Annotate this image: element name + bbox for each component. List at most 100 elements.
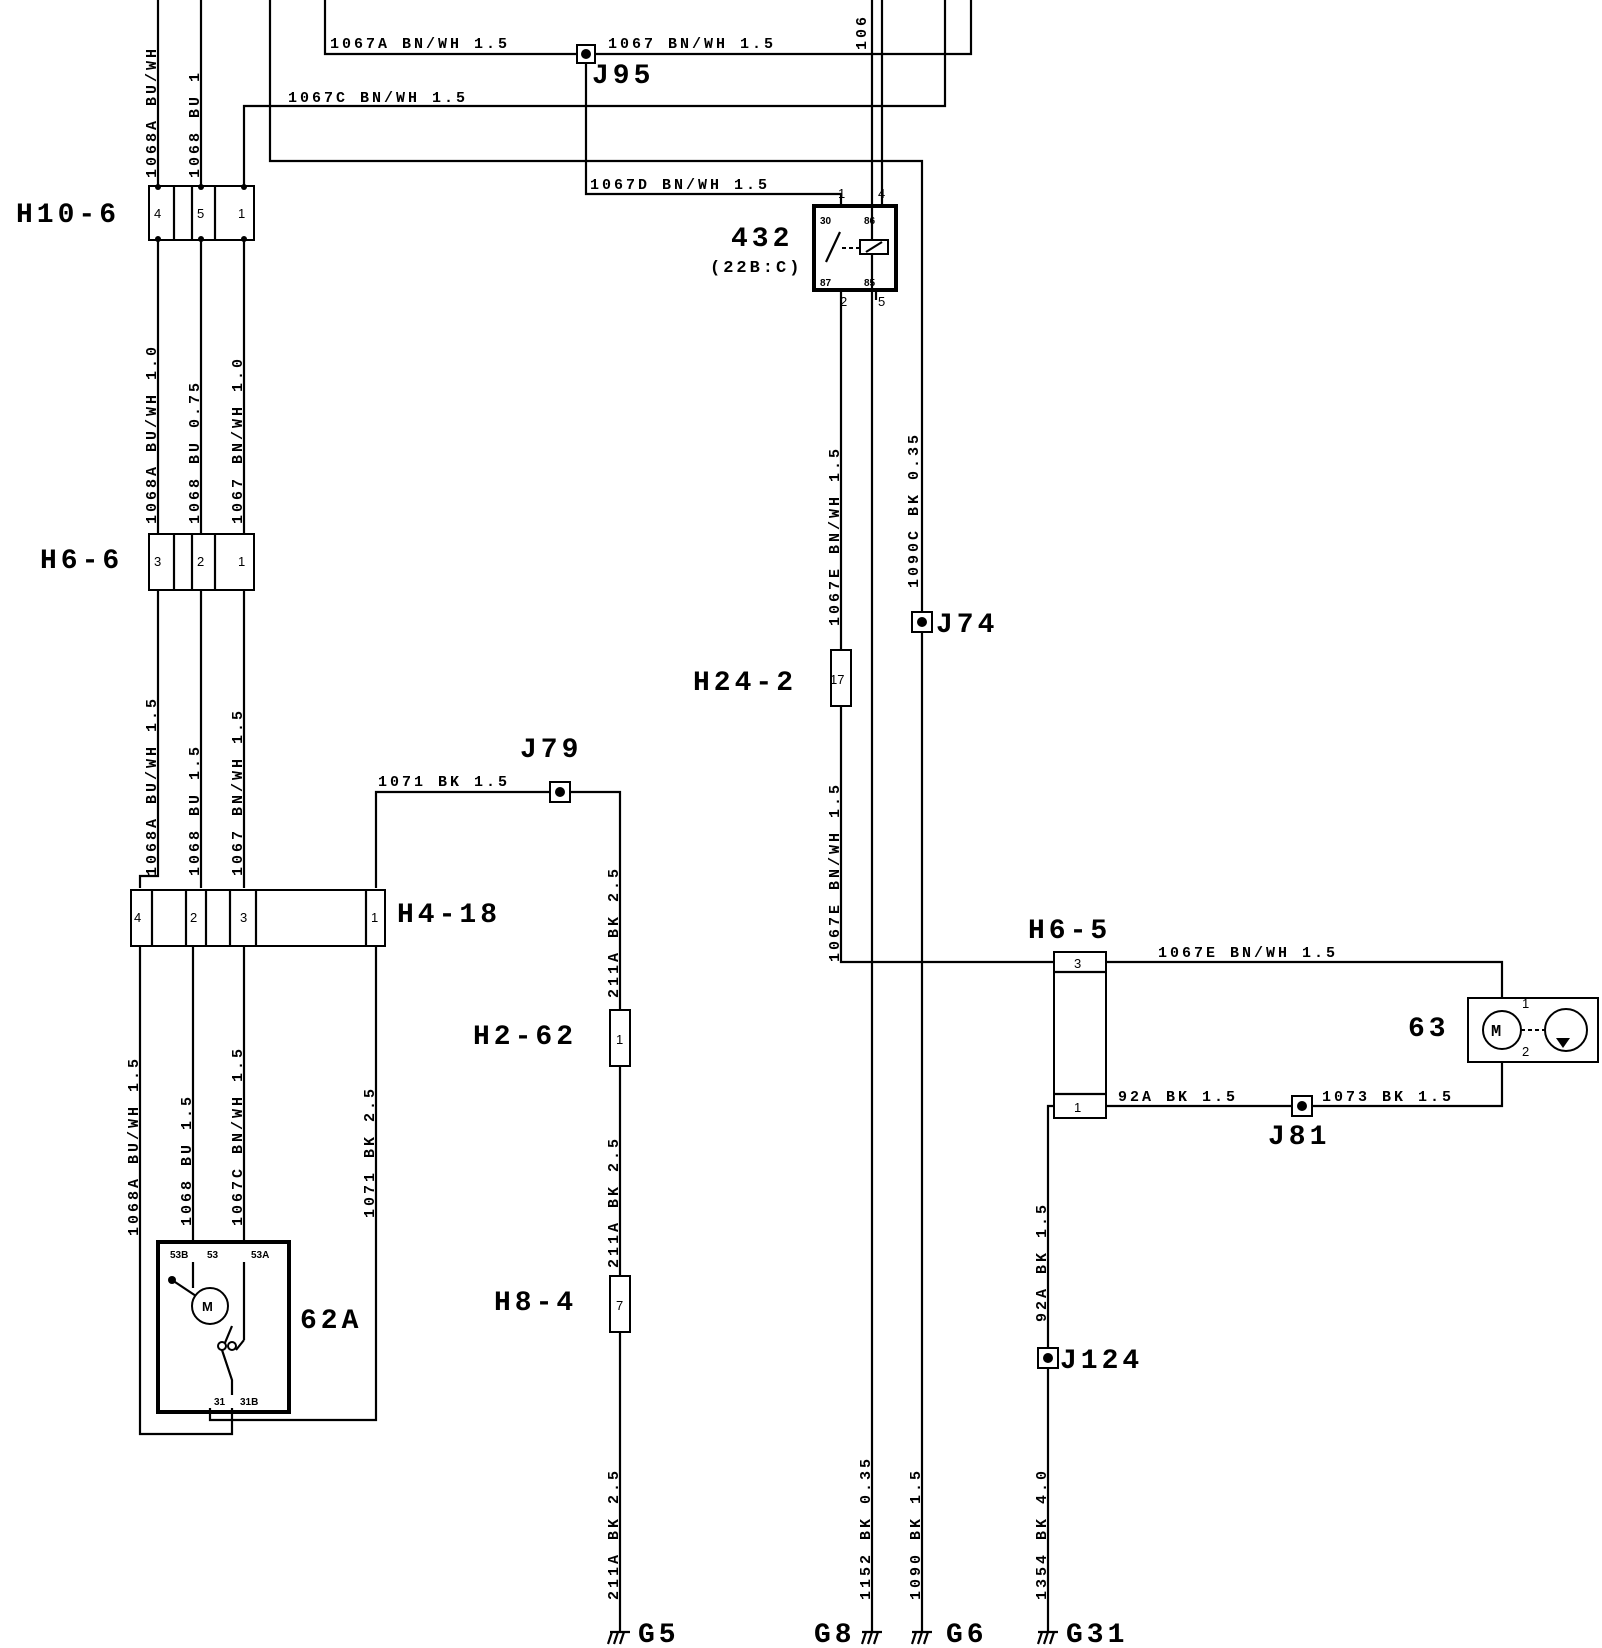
svg-text:5: 5 <box>197 206 204 221</box>
wire-label: 1067 BN/WH 1.5 <box>230 708 247 876</box>
wire-label: 211A BK 2.5 <box>606 866 623 998</box>
svg-text:2: 2 <box>1522 1044 1529 1059</box>
h8-4-label: H8-4 <box>494 1288 577 1319</box>
motor-m-symbol: M <box>202 1299 213 1314</box>
svg-text:31: 31 <box>214 1397 226 1408</box>
wire-label: 1068A BU/WH 1.5 <box>126 1056 143 1236</box>
g6-label: G6 <box>946 1620 988 1648</box>
top-wiring <box>156 0 973 1632</box>
svg-text:7: 7 <box>616 1298 623 1313</box>
connector-h8-4: 7 H8-4 <box>494 1275 631 1333</box>
wire-label: 1068 BU 1.5 <box>187 744 204 876</box>
svg-text:30: 30 <box>820 216 832 227</box>
j81-label: J81 <box>1268 1122 1330 1153</box>
wire-label: 1067C BN/WH 1.5 <box>288 90 468 107</box>
svg-text:87: 87 <box>820 278 832 289</box>
svg-text:1: 1 <box>616 1032 623 1047</box>
relay-432-label: 432 <box>731 224 793 255</box>
connector-h6-5: H6-5 3 1 <box>1028 916 1111 1119</box>
junction-j74: J74 <box>911 610 998 641</box>
svg-text:31B: 31B <box>240 1397 258 1408</box>
ground-g5: G5 <box>606 1620 680 1648</box>
svg-text:5: 5 <box>878 294 885 309</box>
svg-text:1: 1 <box>371 910 378 925</box>
svg-text:4: 4 <box>134 910 141 925</box>
wire-label: 1068A BU/WH 1.0 <box>144 344 161 524</box>
svg-text:86: 86 <box>864 216 876 227</box>
wire-label: 1067C BN/WH 1.5 <box>230 1046 247 1226</box>
wire-label: 1068A BU/WH 1.5 <box>144 696 161 876</box>
j79-label: J79 <box>520 735 582 766</box>
relay-432: 1 4 30 86 87 85 432 (22B:C) 2 5 <box>710 0 898 309</box>
svg-text:1: 1 <box>1522 996 1529 1011</box>
wire-label: 1090C BK 0.35 <box>906 432 923 588</box>
h4-18-label: H4-18 <box>397 900 501 931</box>
g5-label: G5 <box>638 1620 680 1648</box>
j95-label: J95 <box>592 61 654 92</box>
svg-text:53A: 53A <box>251 1250 269 1261</box>
svg-text:2: 2 <box>840 294 847 309</box>
wire-label: 1068 BU 0.75 <box>187 380 204 524</box>
h2-62-label: H2-62 <box>473 1022 577 1053</box>
svg-text:53: 53 <box>207 1250 219 1261</box>
wire-label: 92A BK 1.5 <box>1034 1202 1051 1322</box>
svg-text:1: 1 <box>238 206 245 221</box>
wire-label: 1068 BU 1.5 <box>179 1094 196 1226</box>
connector-h2-62: 1 H2-62 <box>473 1009 631 1067</box>
wiper-motor-62a: 53B 53 53A 31 31B M 62A <box>156 1240 362 1414</box>
g31-label: G31 <box>1066 1620 1128 1648</box>
junction-j124: J124 <box>1037 1346 1143 1377</box>
junction-j81: J81 <box>1268 1095 1330 1153</box>
j74-label: J74 <box>936 610 998 641</box>
wire-label: 1067E BN/WH 1.5 <box>827 782 844 962</box>
wire-label: 1067D BN/WH 1.5 <box>590 177 770 194</box>
svg-text:2: 2 <box>197 554 204 569</box>
ground-g31: G31 <box>1036 1620 1128 1648</box>
wire-label: 1067E BN/WH 1.5 <box>827 446 844 626</box>
connector-h10-6: H10-6 4 5 1 <box>16 184 255 242</box>
ground-g6: G6 <box>910 1620 988 1648</box>
connector-h24-2: 17 H24-2 <box>693 649 852 707</box>
wire-label: 1068 BU 1 <box>187 70 204 178</box>
svg-text:1: 1 <box>238 554 245 569</box>
svg-text:3: 3 <box>240 910 247 925</box>
h24-2-label: H24-2 <box>693 668 797 699</box>
wire-label: 106 <box>854 14 871 50</box>
connector-h4-18: 4 2 3 1 H4-18 <box>130 889 501 947</box>
g8-label: G8 <box>814 1620 856 1648</box>
junction-j79: J79 <box>520 735 582 803</box>
wire-label: 1073 BK 1.5 <box>1322 1089 1454 1106</box>
wire-label: 1067E BN/WH 1.5 <box>1158 945 1338 962</box>
wire-label: 1067 BN/WH 1.5 <box>608 36 776 53</box>
wire-label: 211A BK 2.5 <box>606 1468 623 1600</box>
svg-text:85: 85 <box>864 278 876 289</box>
svg-text:53B: 53B <box>170 1250 188 1261</box>
svg-text:3: 3 <box>1074 956 1081 971</box>
h6-6-label: H6-6 <box>40 546 123 577</box>
wire-label: 1090 BK 1.5 <box>908 1468 925 1600</box>
wire-label: 211A BK 2.5 <box>606 1136 623 1268</box>
j124-label: J124 <box>1060 1346 1143 1377</box>
62a-label: 62A <box>300 1306 362 1337</box>
svg-text:1: 1 <box>838 186 845 201</box>
wire-label: 1071 BK 2.5 <box>362 1086 379 1218</box>
wire-label: 1354 BK 4.0 <box>1034 1468 1051 1600</box>
ground-g8: G8 <box>814 1620 882 1648</box>
wire-label: 1067A BN/WH 1.5 <box>330 36 510 53</box>
washer-pump-63: 63 1 2 M <box>1408 996 1599 1063</box>
relay-ref: (22B:C) <box>710 259 802 278</box>
wire-label: 1071 BK 1.5 <box>378 774 510 791</box>
pump-m-symbol: M <box>1491 1023 1504 1042</box>
svg-text:3: 3 <box>154 554 161 569</box>
svg-text:1: 1 <box>1074 1100 1081 1115</box>
connector-h6-6: H6-6 3 2 1 <box>40 533 255 591</box>
svg-text:4: 4 <box>154 206 161 221</box>
wire-label: 1152 BK 0.35 <box>858 1456 875 1600</box>
svg-text:2: 2 <box>190 910 197 925</box>
wire-label: 1067 BN/WH 1.0 <box>230 356 247 524</box>
svg-text:17: 17 <box>830 672 844 687</box>
h10-6-label: H10-6 <box>16 200 120 231</box>
junction-j95: J95 <box>576 44 654 92</box>
h6-5-label: H6-5 <box>1028 916 1111 947</box>
